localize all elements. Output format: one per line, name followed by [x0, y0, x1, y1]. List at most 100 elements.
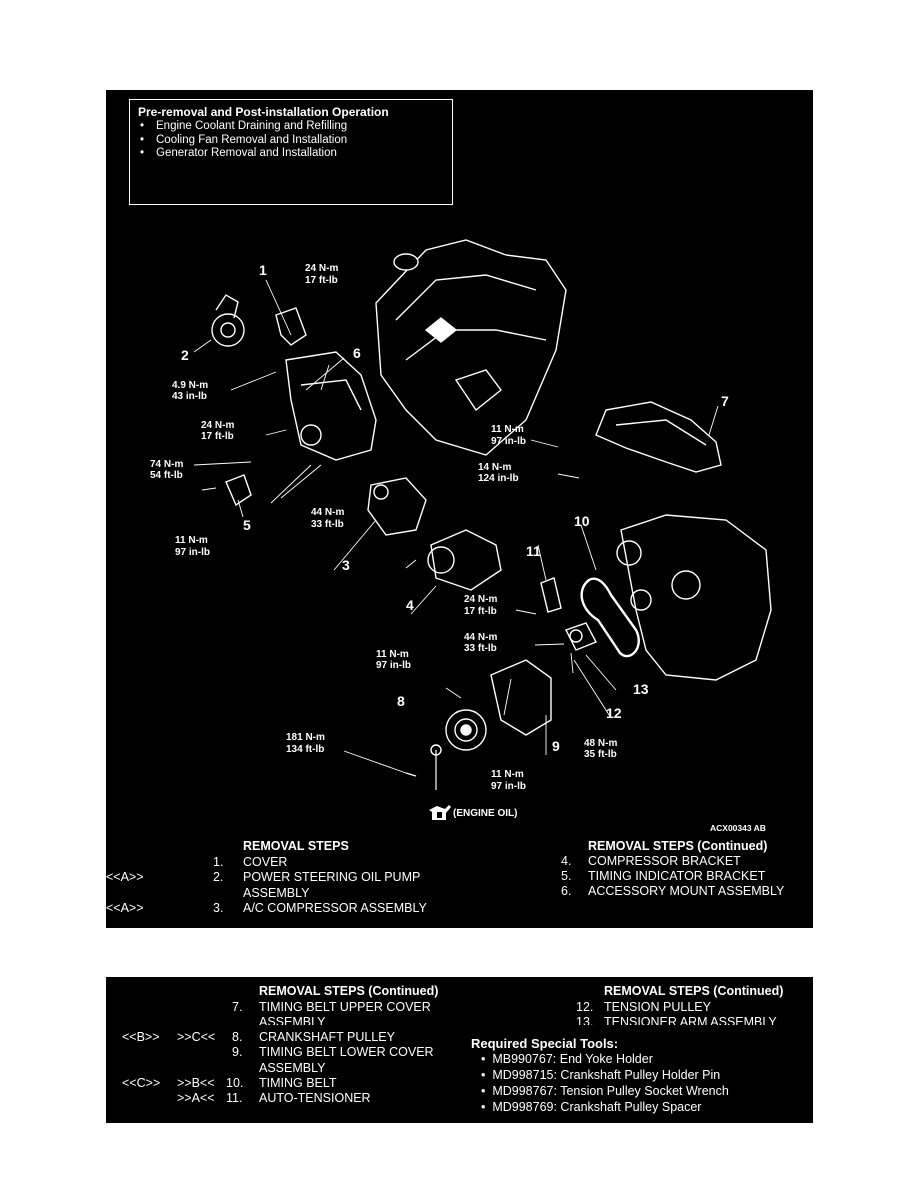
callout-3: 3	[342, 557, 350, 573]
step-text: TIMING INDICATOR BRACKET	[588, 869, 766, 883]
callout-1: 1	[259, 262, 267, 278]
callout-4: 4	[406, 597, 414, 613]
pre-removal-box: Pre-removal and Post-installation Operat…	[129, 99, 453, 205]
callout-6: 6	[353, 345, 361, 361]
torque-nm: 14 N-m	[478, 462, 511, 473]
torque-nm: 48 N-m	[584, 738, 617, 749]
engine-upper-outline	[375, 239, 567, 456]
special-tool-item: • MD998715: Crankshaft Pulley Holder Pin	[481, 1068, 721, 1082]
step-ref: >>A<<	[177, 1091, 215, 1105]
step-ref: <<A>>	[106, 901, 144, 915]
removal-steps-continued-panel: REMOVAL STEPS (Continued) 7. TIMING BELT…	[106, 977, 813, 1123]
step-number: 2.	[213, 870, 224, 884]
special-tools-heading: Required Special Tools:	[471, 1036, 619, 1051]
callout-11: 11	[526, 543, 541, 559]
step-text: ASSEMBLY	[259, 1015, 326, 1025]
callout-9: 9	[552, 738, 560, 754]
step-text: TIMING BELT UPPER COVER	[259, 1000, 431, 1014]
exploded-diagram-panel: Pre-removal and Post-installation Operat…	[106, 90, 813, 928]
step-text: COMPRESSOR BRACKET	[588, 854, 741, 868]
exploded-view-illustration: 1 2 3 4 5 6 7 8 9 10 11 12 13 24 N-m 17 …	[150, 239, 772, 833]
torque-ft: 35 ft-lb	[584, 749, 617, 760]
torque-nm: 24 N-m	[464, 594, 497, 605]
torque-ft: 97 in-lb	[491, 436, 526, 447]
step-number: 11.	[226, 1091, 243, 1105]
steps-heading: REMOVAL STEPS	[243, 839, 349, 853]
torque-nm: 24 N-m	[305, 263, 338, 274]
torque-ft: 134 ft-lb	[286, 744, 324, 755]
step-ref: >>C<<	[177, 1030, 216, 1044]
torque-ft: 43 in-lb	[172, 391, 207, 402]
torque-nm: 181 N-m	[286, 732, 325, 743]
steps-heading: REMOVAL STEPS (Continued)	[604, 984, 784, 998]
ac-compressor	[430, 529, 502, 591]
callout-8: 8	[397, 693, 405, 709]
cover-part	[275, 307, 307, 346]
oil-can-icon	[429, 805, 451, 820]
steps-heading: REMOVAL STEPS (Continued)	[588, 839, 768, 853]
torque-nm: 24 N-m	[201, 420, 234, 431]
special-tool-item: • MB990767: End Yoke Holder	[481, 1052, 653, 1066]
engine-oil-label: (ENGINE OIL)	[453, 808, 517, 819]
step-ref: <<C>>	[122, 1076, 161, 1090]
torque-ft: 17 ft-lb	[305, 275, 338, 286]
pre-removal-title: Pre-removal and Post-installation Operat…	[138, 105, 389, 119]
crankshaft-pulley	[445, 709, 487, 751]
step-number: 1.	[213, 855, 224, 869]
timing-belt-upper-cover	[595, 401, 722, 473]
step-number: 9.	[232, 1045, 243, 1059]
step-ref: <<A>>	[106, 870, 144, 884]
timing-indicator-bracket	[225, 474, 252, 507]
pre-removal-list: Engine Coolant Draining and Refilling Co…	[138, 120, 347, 161]
pre-removal-item: Generator Removal and Installation	[138, 147, 347, 161]
compressor-bracket	[367, 477, 427, 536]
callout-7: 7	[721, 393, 729, 409]
torque-nm: 11 N-m	[376, 649, 409, 660]
timing-belt	[580, 577, 640, 658]
power-steering-pump	[211, 313, 245, 347]
step-text: ASSEMBLY	[243, 886, 310, 900]
tension-pulley	[565, 622, 597, 651]
step-ref: >>B<<	[177, 1076, 215, 1090]
timing-belt-lower-cover	[490, 659, 552, 736]
step-number: 8.	[232, 1030, 243, 1044]
accessory-mount	[285, 351, 377, 461]
torque-ft: 54 ft-lb	[150, 470, 183, 481]
step-text: A/C COMPRESSOR ASSEMBLY	[243, 901, 427, 915]
step-number: 13.	[576, 1015, 594, 1025]
torque-nm: 44 N-m	[311, 507, 344, 518]
step-number: 10.	[226, 1076, 244, 1090]
step-text: AUTO-TENSIONER	[259, 1091, 371, 1105]
step-text: TENSION PULLEY	[604, 1000, 711, 1014]
step-text: CRANKSHAFT PULLEY	[259, 1030, 395, 1044]
step-number: 12.	[576, 1000, 594, 1014]
step-number: 4.	[561, 854, 572, 868]
torque-ft: 17 ft-lb	[201, 431, 234, 442]
special-tool-item: • MD998767: Tension Pulley Socket Wrench	[481, 1084, 729, 1098]
torque-ft: 33 ft-lb	[311, 519, 344, 530]
step-text: ASSEMBLY	[259, 1061, 326, 1075]
callout-12: 12	[606, 705, 622, 721]
figure-code: ACX00343 AB	[710, 823, 766, 833]
step-text: TIMING BELT LOWER COVER	[259, 1045, 434, 1059]
torque-nm: 11 N-m	[491, 769, 524, 780]
torque-ft: 33 ft-lb	[464, 643, 497, 654]
pre-removal-item: Engine Coolant Draining and Refilling	[138, 120, 347, 134]
pre-removal-item: Cooling Fan Removal and Installation	[138, 134, 347, 148]
torque-ft: 124 in-lb	[478, 473, 519, 484]
callout-5: 5	[243, 517, 251, 533]
step-number: 5.	[561, 869, 572, 883]
torque-nm: 11 N-m	[175, 535, 208, 546]
step-text: TENSIONER ARM ASSEMBLY	[604, 1015, 777, 1025]
torque-ft: 97 in-lb	[175, 547, 210, 558]
torque-nm: 11 N-m	[491, 424, 524, 435]
callout-13: 13	[633, 681, 649, 697]
callout-2: 2	[181, 347, 189, 363]
torque-nm: 44 N-m	[464, 632, 497, 643]
step-text: COVER	[243, 855, 288, 869]
step-number: 7.	[232, 1000, 243, 1014]
torque-ft: 97 in-lb	[376, 660, 411, 671]
engine-lower-outline	[620, 514, 772, 681]
torque-ft: 97 in-lb	[491, 781, 526, 792]
torque-nm: 4.9 N-m	[172, 380, 208, 391]
